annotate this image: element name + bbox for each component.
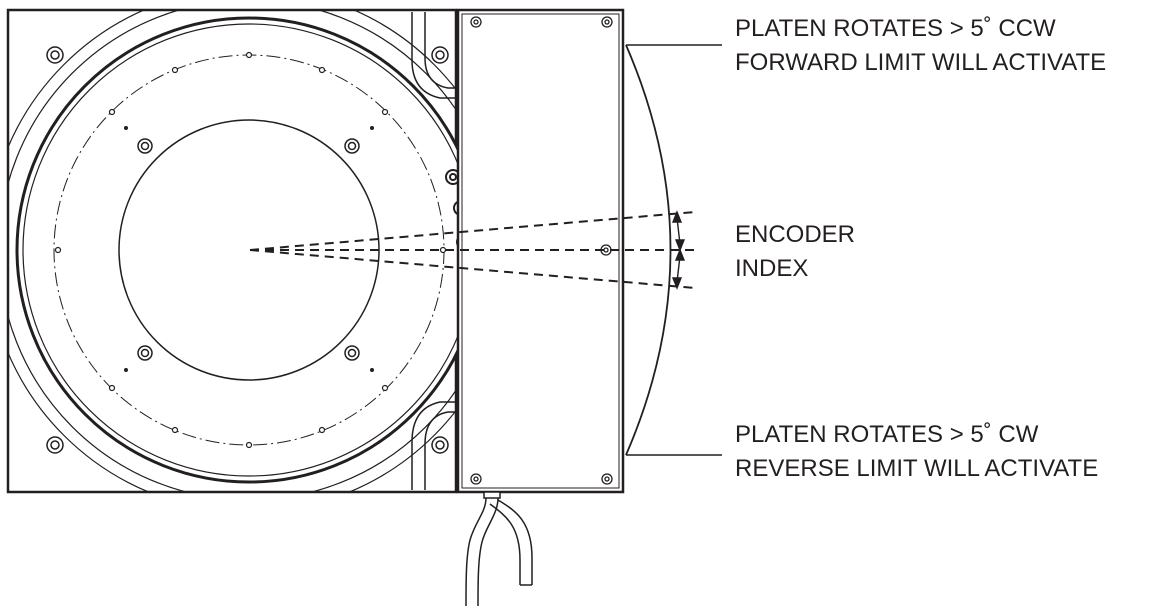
- reverse-limit-line1: PLATEN ROTATES > 5˚ CW: [735, 421, 1039, 448]
- bolt-circle-holes: [54, 51, 447, 449]
- base-mounting-holes: [46, 46, 449, 454]
- counterbore-holes: [137, 138, 360, 361]
- forward-limit-line2: FORWARD LIMIT WILL ACTIVATE: [735, 49, 1107, 76]
- forward-limit-line1: PLATEN ROTATES > 5˚ CCW: [735, 15, 1056, 42]
- angle-arrows: [671, 210, 686, 290]
- reverse-limit-line2: REVERSE LIMIT WILL ACTIVATE: [735, 455, 1099, 482]
- pin-holes: [124, 126, 374, 372]
- leader-lines: [626, 44, 722, 456]
- forward-limit-callout: PLATEN ROTATES > 5˚ CCW FORWARD LIMIT WI…: [735, 12, 1106, 80]
- housing-slots: [411, 12, 458, 490]
- cable: [465, 491, 533, 607]
- encoder-index-callout: ENCODER INDEX: [735, 218, 855, 286]
- reverse-limit-callout: PLATEN ROTATES > 5˚ CW REVERSE LIMIT WIL…: [735, 418, 1098, 486]
- encoder-index-line1: ENCODER: [735, 221, 856, 248]
- housing-screws: [470, 16, 613, 485]
- encoder-index-line2: INDEX: [735, 255, 809, 282]
